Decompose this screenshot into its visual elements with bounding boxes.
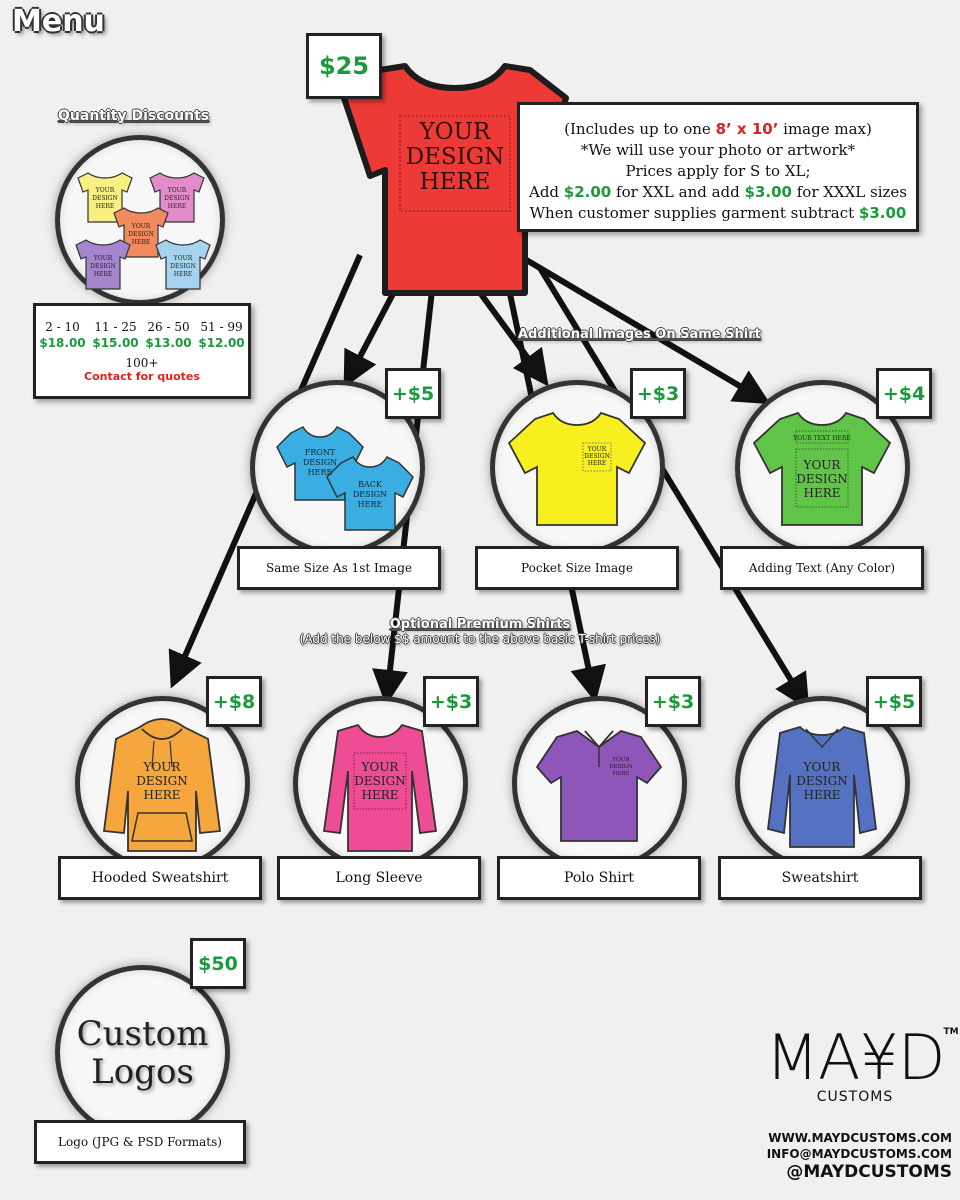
brand-block: MA¥D TM CUSTOMS <box>760 1025 958 1106</box>
svg-text:DESIGN: DESIGN <box>609 764 633 770</box>
base-shirt-text-3: HERE <box>419 169 491 195</box>
svg-text:HERE: HERE <box>803 486 840 500</box>
logos-price: $50 <box>190 938 246 989</box>
svg-text:DESIGN: DESIGN <box>164 195 190 202</box>
svg-text:HERE: HERE <box>168 203 187 210</box>
discount-table: 2 - 10$18.00 11 - 25$15.00 26 - 50$13.00… <box>33 303 251 399</box>
svg-text:DESIGN: DESIGN <box>92 195 118 202</box>
pocket-price: +$3 <box>630 368 686 419</box>
svg-text:YOUR: YOUR <box>143 760 182 774</box>
svg-text:DESIGN: DESIGN <box>128 231 154 238</box>
brand-logo: MA¥D <box>765 1021 945 1094</box>
quantity-discounts-title: Quantity Discounts <box>58 108 210 124</box>
svg-text:YOUR: YOUR <box>93 255 113 262</box>
text-label: Adding Text (Any Color) <box>720 546 924 590</box>
svg-text:DESIGN: DESIGN <box>353 490 387 499</box>
svg-text:YOUR: YOUR <box>173 255 193 262</box>
logos-label: Logo (JPG & PSD Formats) <box>34 1120 246 1164</box>
svg-text:HERE: HERE <box>174 271 193 278</box>
longsleeve-label: Long Sleeve <box>277 856 481 900</box>
svg-text:DESIGN: DESIGN <box>136 774 187 788</box>
svg-text:YOUR: YOUR <box>587 446 607 453</box>
svg-text:YOUR: YOUR <box>131 223 151 230</box>
sweatshirt-shirt: YOUR DESIGN HERE <box>767 725 877 848</box>
same-size-circle: FRONT DESIGN HERE BACK DESIGN HERE <box>250 380 425 555</box>
svg-text:YOUR: YOUR <box>361 760 400 774</box>
brand-handle[interactable]: @MAYDCUSTOMS <box>786 1162 952 1182</box>
hoodie-label: Hooded Sweatshirt <box>58 856 262 900</box>
svg-text:YOUR: YOUR <box>803 458 842 472</box>
svg-text:HERE: HERE <box>94 271 113 278</box>
sweatshirt-label: Sweatshirt <box>718 856 922 900</box>
front-back-shirts: FRONT DESIGN HERE BACK DESIGN HERE <box>276 426 414 531</box>
brand-contacts: WWW.MAYDCUSTOMS.COM INFO@MAYDCUSTOMS.COM… <box>748 1130 952 1182</box>
svg-text:HERE: HERE <box>132 239 151 246</box>
same-size-price: +$5 <box>385 368 441 419</box>
premium-heading: Optional Premium Shirts (Add the below $… <box>280 617 680 646</box>
base-shirt-text-2: DESIGN <box>405 144 505 170</box>
svg-text:DESIGN: DESIGN <box>584 453 610 460</box>
custom-logos-circle: Custom Logos <box>55 965 230 1140</box>
pocket-shirt: YOUR DESIGN HERE <box>507 411 647 526</box>
polo-label: Polo Shirt <box>497 856 701 900</box>
longsleeve-price: +$3 <box>423 676 479 727</box>
svg-text:HERE: HERE <box>803 788 840 802</box>
svg-text:HERE: HERE <box>358 500 383 509</box>
arrow-to-sweatshirt <box>537 266 810 711</box>
svg-text:DESIGN: DESIGN <box>303 458 337 467</box>
polo-shirt: YOUR DESIGN HERE <box>535 730 663 842</box>
hoodie-price: +$8 <box>206 676 262 727</box>
svg-text:HERE: HERE <box>143 788 180 802</box>
brand-email[interactable]: INFO@MAYDCUSTOMS.COM <box>766 1147 952 1161</box>
custom-logos-text-1: Custom <box>76 1013 209 1054</box>
bulk-label: 100+ <box>125 356 159 370</box>
same-size-label: Same Size As 1st Image <box>237 546 441 590</box>
arrow-to-text <box>516 252 771 405</box>
text-circle: YOUR TEXT HERE YOUR DESIGN HERE <box>735 380 910 555</box>
custom-logos-text-2: Logos <box>91 1051 194 1092</box>
polo-price: +$3 <box>645 676 701 727</box>
svg-text:HERE: HERE <box>96 203 115 210</box>
svg-text:BACK: BACK <box>358 480 383 489</box>
svg-text:YOUR: YOUR <box>95 187 115 194</box>
svg-text:YOUR: YOUR <box>167 187 187 194</box>
svg-text:YOUR: YOUR <box>612 757 631 763</box>
text-price: +$4 <box>876 368 932 419</box>
hoodie-shirt: YOUR DESIGN HERE <box>102 718 222 852</box>
mini-shirts-group: YOUR DESIGN HERE YOUR DESIGN HERE YOUR D… <box>75 172 211 290</box>
brand-tm: TM <box>943 1027 959 1037</box>
arrow-to-same-size <box>343 288 398 388</box>
base-price-badge: $25 <box>306 33 382 99</box>
svg-text:HERE: HERE <box>308 468 333 477</box>
arrow-to-pocket <box>475 288 549 387</box>
svg-text:HERE: HERE <box>588 460 607 467</box>
bulk-note: Contact for quotes <box>84 370 200 383</box>
additional-images-title: Additional Images On Same Shirt <box>518 327 761 342</box>
sweatshirt-price: +$5 <box>866 676 922 727</box>
text-shirt: YOUR TEXT HERE YOUR DESIGN HERE <box>752 411 892 526</box>
svg-text:YOUR: YOUR <box>803 760 842 774</box>
page-title: Menu <box>12 4 105 39</box>
brand-sub: CUSTOMS <box>816 1089 894 1105</box>
premium-title: Optional Premium Shirts <box>389 617 571 632</box>
pocket-label: Pocket Size Image <box>475 546 679 590</box>
longsleeve-shirt: YOUR DESIGN HERE <box>322 723 438 852</box>
svg-text:DESIGN: DESIGN <box>796 472 847 486</box>
svg-text:DESIGN: DESIGN <box>354 774 405 788</box>
svg-text:FRONT: FRONT <box>305 448 336 457</box>
svg-text:HERE: HERE <box>613 771 630 777</box>
base-info-panel: (Includes up to one 8’ x 10’ image max) … <box>517 102 919 232</box>
svg-text:YOUR TEXT HERE: YOUR TEXT HERE <box>792 435 850 442</box>
brand-website[interactable]: WWW.MAYDCUSTOMS.COM <box>768 1131 952 1145</box>
svg-text:DESIGN: DESIGN <box>170 263 196 270</box>
base-tshirt <box>341 63 569 296</box>
base-shirt-text-1: YOUR <box>419 119 491 145</box>
svg-text:DESIGN: DESIGN <box>90 263 116 270</box>
svg-text:HERE: HERE <box>361 788 398 802</box>
discount-circle: YOUR DESIGN HERE YOUR DESIGN HERE YOUR D… <box>55 135 225 305</box>
svg-text:DESIGN: DESIGN <box>796 774 847 788</box>
premium-subtitle: (Add the below $$ amount to the above ba… <box>299 632 661 646</box>
